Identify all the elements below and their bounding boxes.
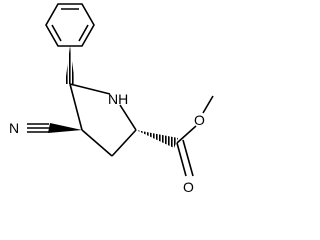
nitrile-triple-bond <box>27 123 49 133</box>
hashed-wedge-bond-phenyl <box>65 46 75 84</box>
carbonyl-oxygen-label: O <box>183 179 194 195</box>
nh-label: NH <box>108 91 128 107</box>
nitrile-n-label: N <box>9 120 19 136</box>
phenyl-ring <box>45 3 95 47</box>
bold-wedge-bond-nitrile <box>48 123 82 133</box>
molecule-structure: NH N O O <box>9 3 214 195</box>
pyrrolidine-ring <box>69 83 137 157</box>
ester-oxygen-label: O <box>194 112 205 128</box>
hashed-wedge-bond-ester <box>136 130 178 148</box>
ester-bonds <box>176 95 214 177</box>
